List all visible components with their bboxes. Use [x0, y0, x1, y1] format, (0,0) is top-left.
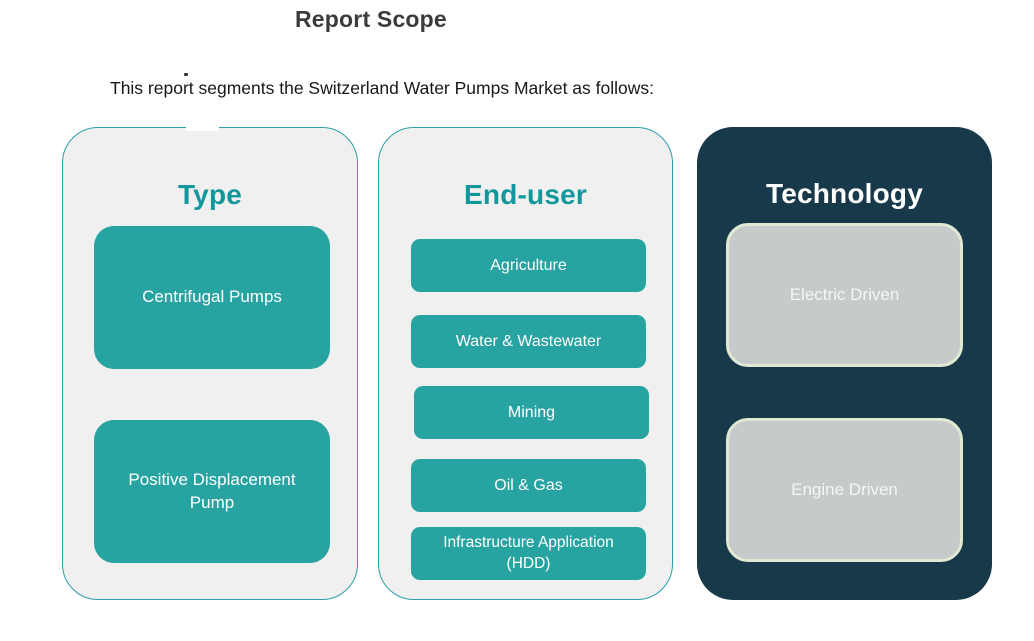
page-title: Report Scope [295, 6, 447, 32]
panel-end-user-heading: End-user [464, 179, 587, 210]
panel-end-user: End-user Agriculture Water & Wastewater … [378, 127, 673, 600]
top-border-gap-artifact [186, 121, 219, 131]
segment-electric-driven: Electric Driven [726, 223, 963, 367]
segment-engine-driven: Engine Driven [726, 418, 963, 562]
segment-infrastructure-hdd: Infrastructure Application (HDD) [411, 527, 646, 580]
segment-oil-gas: Oil & Gas [411, 459, 646, 512]
panel-type: Type Centrifugal Pumps Positive Displace… [62, 127, 358, 600]
segment-mining: Mining [414, 386, 649, 439]
segment-water-wastewater: Water & Wastewater [411, 315, 646, 368]
panel-type-heading: Type [177, 179, 243, 210]
segment-positive-displacement-pump: Positive Displacement Pump [94, 420, 330, 563]
segment-centrifugal-pumps: Centrifugal Pumps [94, 226, 330, 369]
segment-agriculture: Agriculture [411, 239, 646, 292]
subtitle: This report segments the Switzerland Wat… [110, 78, 654, 98]
stray-dot-artifact [184, 73, 188, 76]
panel-technology-heading: Technology [765, 178, 924, 209]
panel-technology: Technology Electric Driven Engine Driven [697, 127, 992, 600]
